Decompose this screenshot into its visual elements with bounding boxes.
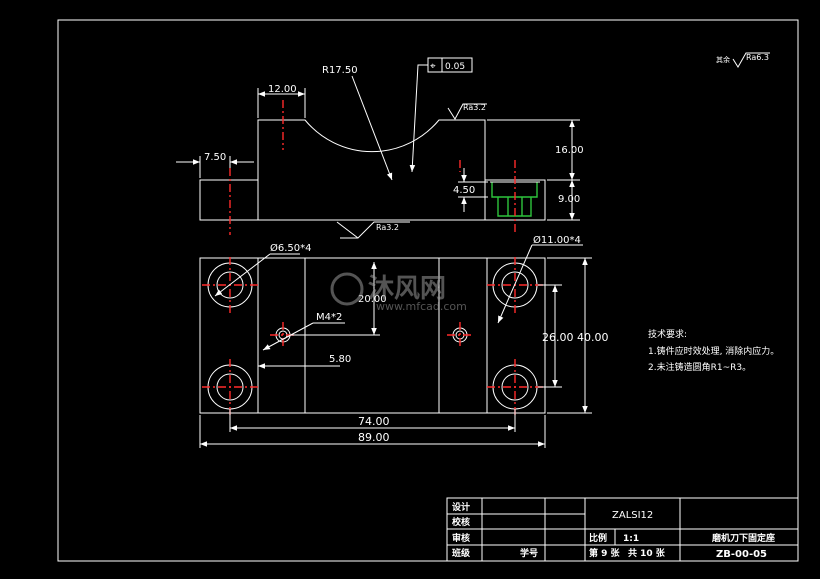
general-finish-value: Ra6.3 xyxy=(746,53,769,62)
tb-sheet-label: 第 9 张 xyxy=(589,547,621,559)
general-finish-label: 其余 xyxy=(716,55,730,64)
watermark: 沐风网 www.mfcad.com xyxy=(330,272,467,313)
dim-left-step: 7.50 xyxy=(204,152,226,163)
watermark-url: www.mfcad.com xyxy=(376,300,467,313)
hole-bottom-left xyxy=(202,359,258,415)
tb-check: 校核 xyxy=(452,516,470,528)
dim-height-lower: 9.00 xyxy=(558,194,580,205)
technical-notes: 技术要求: 1.铸件应时效处理, 消除内应力。 2.未注铸造圆角R1~R3。 xyxy=(648,328,779,373)
tb-total-label: 共 10 张 xyxy=(628,547,666,559)
thread-hole-right xyxy=(447,322,473,348)
front-view: R17.50 ⌖ 0.05 Ra3.2 12.00 7.50 1 xyxy=(176,57,584,239)
drawing-border xyxy=(57,19,799,562)
bottom-surface-finish: Ra3.2 xyxy=(336,221,410,239)
dim-offset-x: 5.80 xyxy=(329,354,351,365)
bottom-finish-value: Ra3.2 xyxy=(376,223,399,232)
title-block: 设计 校核 审核 班级 学号 ZALSI12 比例 1:1 第 9 张 共 10… xyxy=(446,497,799,562)
tolerance-frame: ⌖ 0.05 xyxy=(409,57,473,173)
tech-notes-line2: 2.未注铸造圆角R1~R3。 xyxy=(648,361,751,373)
dim-hole-left: Ø6.50*4 xyxy=(270,242,312,254)
arc-surface-finish: Ra3.2 xyxy=(447,103,487,120)
dim-offset-y: 20.00 xyxy=(358,294,387,305)
dim-inner-height: 26.00 xyxy=(542,331,574,344)
watermark-logo xyxy=(330,272,364,306)
front-view-outline xyxy=(199,119,546,221)
dim-outer-height: 40.00 xyxy=(577,331,609,344)
tb-review: 审核 xyxy=(452,532,470,544)
top-view-outline xyxy=(199,257,546,414)
dim-height-upper: 16.00 xyxy=(555,145,584,156)
tb-design: 设计 xyxy=(452,501,470,513)
dim-hole-right: Ø11.00*4 xyxy=(533,234,581,246)
tb-part-name: 磨机刀下固定座 xyxy=(711,532,775,544)
tb-scale-value: 1:1 xyxy=(623,534,639,544)
tb-drawing-no: ZB-00-05 xyxy=(716,549,767,560)
dim-radius: R17.50 xyxy=(322,65,358,76)
dim-top-width: 12.00 xyxy=(268,84,297,95)
top-view: Ø6.50*4 Ø11.00*4 M4*2 20.00 5.80 26.00 4… xyxy=(199,234,609,448)
general-surface-finish: 其余 Ra6.3 xyxy=(716,52,770,68)
arc-finish-value: Ra3.2 xyxy=(463,103,486,112)
tolerance-value: 0.05 xyxy=(445,62,465,72)
tb-student-no: 学号 xyxy=(520,547,538,559)
tolerance-symbol: ⌖ xyxy=(430,61,436,72)
tb-scale-label: 比例 xyxy=(589,532,607,544)
tb-class: 班级 xyxy=(452,547,471,559)
hole-bottom-right xyxy=(487,359,543,415)
dim-thread: M4*2 xyxy=(316,312,342,323)
tech-notes-line1: 1.铸件应时效处理, 消除内应力。 xyxy=(648,345,779,357)
watermark-brand: 沐风网 xyxy=(368,274,446,304)
dim-counterbore: 4.50 xyxy=(453,185,475,196)
dim-overall-width: 89.00 xyxy=(358,431,390,444)
tech-notes-heading: 技术要求: xyxy=(648,328,687,340)
dim-hole-span: 74.00 xyxy=(358,415,390,428)
tb-material: ZALSI12 xyxy=(612,510,653,521)
